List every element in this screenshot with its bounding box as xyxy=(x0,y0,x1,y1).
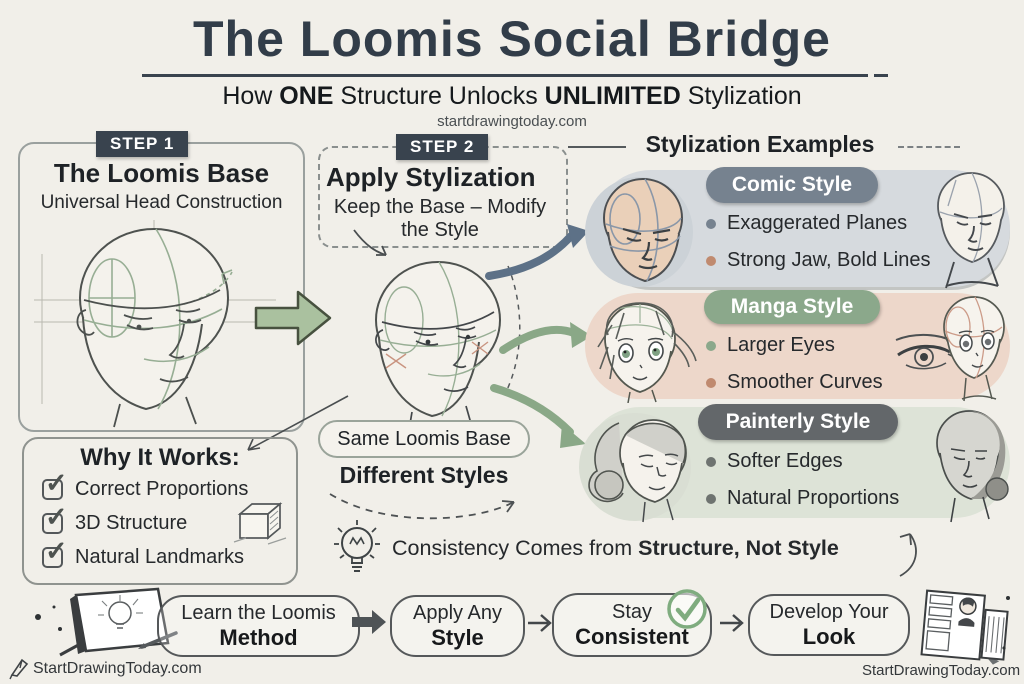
bullet-label: Softer Edges xyxy=(727,450,843,472)
bullet-dot-icon xyxy=(706,456,716,467)
painterly-bullet-2: Natural Proportions xyxy=(706,487,899,510)
bullet-dot-icon xyxy=(706,340,716,351)
why-item-label: Correct Proportions xyxy=(75,478,249,500)
comic-head-right-illustration xyxy=(937,172,1005,289)
flow-step-line1: Apply Any xyxy=(413,601,502,624)
bullet-label: Smoother Curves xyxy=(727,371,883,393)
why-item-label: Natural Landmarks xyxy=(75,546,244,568)
why-item-1: ✓ Correct Proportions xyxy=(42,468,249,501)
stylization-examples-heading: Stylization Examples xyxy=(645,131,875,157)
cube-sketch-icon xyxy=(233,502,287,545)
step1-subtitle: Universal Head Construction xyxy=(40,192,283,213)
flow-step-line2: Look xyxy=(802,623,856,649)
checkmark-icon: ✓ xyxy=(45,536,68,566)
insight-up-arrow xyxy=(899,533,917,577)
flow-step-2: Apply Any Style xyxy=(390,595,525,657)
character-sheet-icon xyxy=(920,589,1010,665)
apply-stylization-head-illustration xyxy=(375,261,501,437)
bullet-label: Natural Proportions xyxy=(727,487,900,509)
why-item-3: ✓ Natural Landmarks xyxy=(42,536,244,569)
step1-to-step2-arrow-icon xyxy=(254,290,332,346)
flow-step-line2: Method xyxy=(219,624,298,650)
bullet-dot-icon xyxy=(706,377,716,388)
checkbox-icon: ✓ xyxy=(42,468,68,500)
title-underline-tick xyxy=(874,74,888,77)
footer-brand-left: StartDrawingToday.com xyxy=(33,660,202,677)
arrow-to-why-box xyxy=(247,395,349,451)
step1-title: The Loomis Base xyxy=(53,158,270,188)
arrow-to-manga-style xyxy=(499,322,592,354)
manga-bullet-1: Larger Eyes xyxy=(706,334,835,357)
footer-brand-right: StartDrawingToday.com xyxy=(862,662,1021,679)
painterly-style-badge: Painterly Style xyxy=(698,404,898,440)
painterly-head-right-illustration xyxy=(936,410,1009,523)
bullet-label: Strong Jaw, Bold Lines xyxy=(727,249,931,271)
flow-step-1: Learn the Loomis Method xyxy=(157,595,360,657)
loomis-base-head-illustration xyxy=(34,220,278,428)
step2-title: Apply Stylization xyxy=(326,162,536,192)
comic-bullet-1: Exaggerated Planes xyxy=(706,212,907,235)
same-loomis-base-pill: Same Loomis Base xyxy=(318,420,530,458)
flow-arrow-icon xyxy=(528,614,552,632)
step2-subtitle: Keep the Base – Modify the Style xyxy=(333,196,547,241)
flow-step-line2: Consistent xyxy=(575,623,689,649)
page-subtitle: How ONE Structure Unlocks UNLIMITED Styl… xyxy=(222,82,802,110)
page-title: The Loomis Social Bridge xyxy=(193,11,831,67)
comic-style-badge: Comic Style xyxy=(706,167,878,203)
checkbox-icon: ✓ xyxy=(42,536,68,568)
checkmark-icon: ✓ xyxy=(45,468,68,498)
painterly-bullet-1: Softer Edges xyxy=(706,450,843,473)
comic-bullet-2: Strong Jaw, Bold Lines xyxy=(706,249,930,272)
step2-pointer-arrow-icon xyxy=(353,229,387,256)
flow-arrow-icon xyxy=(352,610,386,634)
flow-step-line1: Stay xyxy=(611,600,653,623)
step2-badge: STEP 2 xyxy=(396,134,489,160)
pen-nib-icon xyxy=(9,658,29,680)
manga-bullet-2: Smoother Curves xyxy=(706,371,883,394)
different-styles-swoosh-arrow xyxy=(329,493,515,520)
arrow-to-comic-style xyxy=(485,224,589,280)
flow-arrow-icon xyxy=(720,614,744,632)
heading-dashed-line xyxy=(898,146,960,148)
comic-head-left-illustration xyxy=(585,177,693,287)
painterly-head-left-illustration xyxy=(579,413,691,523)
bullet-label: Larger Eyes xyxy=(727,334,835,356)
different-styles-caption: Different Styles xyxy=(339,462,509,488)
flow-step-line1: Develop Your xyxy=(769,600,889,623)
why-it-works-title: Why It Works: xyxy=(80,444,240,471)
manga-style-badge: Manga Style xyxy=(704,290,880,324)
bullet-dot-icon xyxy=(706,218,716,229)
insight-text: Consistency Comes from Structure, Not St… xyxy=(392,536,839,560)
heading-connector-line xyxy=(568,146,626,148)
flow-step-line2: Style xyxy=(431,624,484,650)
why-item-label: 3D Structure xyxy=(75,512,188,534)
lightbulb-icon xyxy=(334,520,380,572)
title-underline xyxy=(142,74,868,77)
step1-badge: STEP 1 xyxy=(96,131,189,157)
green-check-icon xyxy=(667,589,707,629)
why-it-works-panel xyxy=(22,437,298,585)
arrow-to-painterly-style xyxy=(490,384,586,448)
website-url: startdrawingtoday.com xyxy=(437,113,587,130)
checkmark-icon: ✓ xyxy=(45,502,68,532)
bullet-dot-icon xyxy=(706,493,716,504)
why-item-2: ✓ 3D Structure xyxy=(42,502,188,535)
bullet-dot-icon xyxy=(706,255,716,266)
manga-head-right-illustration xyxy=(943,296,1005,402)
flow-step-line1: Learn the Loomis xyxy=(181,601,336,624)
flow-step-4: Develop Your Look xyxy=(748,594,910,656)
checkbox-icon: ✓ xyxy=(42,502,68,534)
rotation-guide-arc xyxy=(505,265,521,393)
bullet-label: Exaggerated Planes xyxy=(727,212,908,234)
manga-head-left-illustration xyxy=(597,302,697,403)
